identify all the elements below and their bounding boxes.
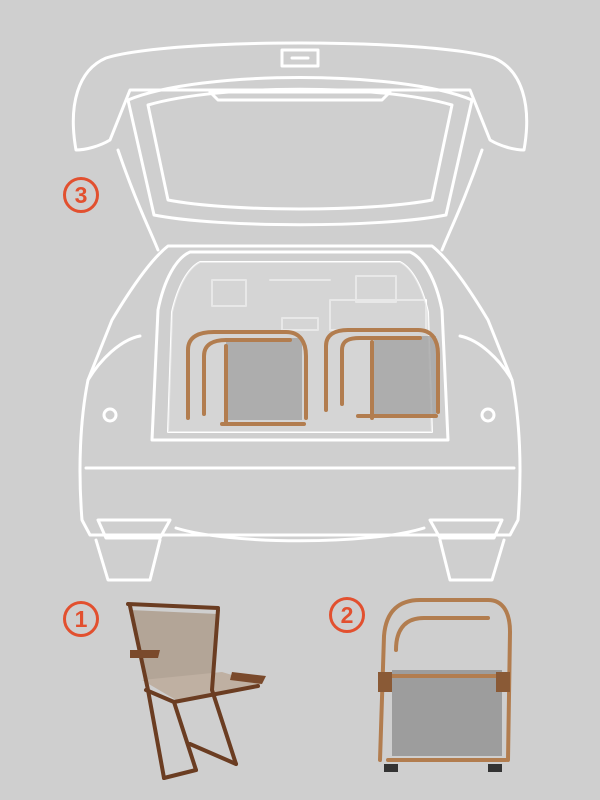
tailgate-inner [126, 76, 474, 227]
trunk-opening [150, 250, 450, 442]
trunk-chair-right [324, 328, 440, 420]
step-1-badge: 1 [63, 601, 99, 637]
step-2-badge: 2 [329, 597, 365, 633]
left-reflector [96, 518, 172, 540]
right-wheel [438, 538, 506, 582]
tailgate-handle [280, 48, 320, 68]
right-reflector [428, 518, 504, 540]
car-body [78, 244, 522, 537]
tailgate-outline [71, 41, 529, 152]
left-wheel [94, 538, 162, 582]
step-3-badge: 3 [63, 177, 99, 213]
trunk-chair-left [186, 330, 308, 426]
